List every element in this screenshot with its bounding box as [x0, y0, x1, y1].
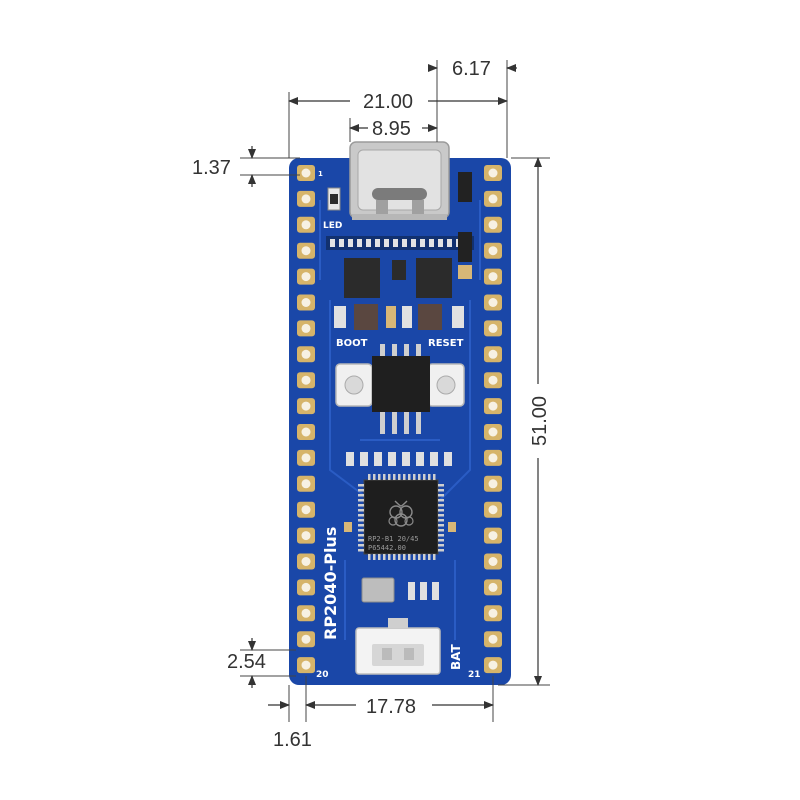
raspberry-logo-icon [388, 500, 414, 527]
boot-button[interactable] [335, 363, 373, 407]
pin-pad [484, 346, 502, 363]
right-pin-header [484, 165, 502, 674]
mid-smd-row [346, 452, 452, 466]
pin-1-label: 1 [318, 170, 323, 178]
usb-pad [447, 239, 452, 247]
pin-pad [484, 631, 502, 648]
dim-usb-width: 8.95 [372, 118, 411, 140]
pin-20-label: 20 [316, 670, 329, 680]
pin-pad [484, 320, 502, 337]
battery-connector [355, 618, 441, 675]
left-pin-header [297, 165, 315, 674]
pin-pad [297, 527, 315, 544]
mcu-passives [344, 522, 456, 532]
board-name-label: RP2040-Plus [321, 527, 340, 640]
led-label: LED [323, 221, 342, 231]
pin-pad [297, 242, 315, 259]
pin-pad [297, 657, 315, 674]
bat-label: BAT [449, 643, 463, 670]
pin-pad [484, 449, 502, 466]
dimension-lines [248, 64, 542, 709]
power-ics [344, 258, 452, 298]
crystal [361, 577, 395, 603]
pin-pad [484, 165, 502, 181]
pin-pad [484, 553, 502, 570]
pin-pad [484, 242, 502, 259]
status-led [327, 187, 341, 211]
usb-pad [402, 239, 407, 247]
pin-pad [297, 501, 315, 518]
usb-pad [366, 239, 371, 247]
chip-marking-1: RP2-B1 20/45 [368, 535, 419, 543]
reset-button[interactable] [427, 363, 465, 407]
pin-pad [484, 475, 502, 492]
pin-pad [297, 165, 315, 181]
boot-label: BOOT [336, 338, 368, 349]
pin-pad [297, 294, 315, 311]
usb-pad [375, 239, 380, 247]
usb-pad [411, 239, 416, 247]
dim-edge-offset: 1.61 [273, 729, 312, 751]
usb-pad [357, 239, 362, 247]
pin-pad [297, 268, 315, 285]
top-right-diodes [458, 172, 472, 279]
usb-pad [339, 239, 344, 247]
pin-pad [297, 190, 315, 207]
pin-pad [484, 372, 502, 389]
pin-pad [484, 190, 502, 207]
pin-pad [484, 294, 502, 311]
pin-pad [484, 268, 502, 285]
pin-pad [297, 216, 315, 233]
low-smd-row [408, 582, 439, 600]
pin-pad [484, 527, 502, 544]
flash-chip [372, 344, 430, 434]
usb-pad [393, 239, 398, 247]
pin-pad [297, 424, 315, 440]
pin-21-label: 21 [468, 670, 481, 680]
usb-pad-row [326, 236, 474, 250]
rp2040-chip: RP2-B1 20/45 P65442.00 [358, 474, 444, 560]
passive-components [334, 304, 464, 330]
dim-usb-offset: 6.17 [452, 58, 491, 80]
pin-pad [484, 605, 502, 622]
usb-pad [384, 239, 389, 247]
pin-pad [297, 346, 315, 363]
pin-pad [297, 320, 315, 337]
pin-pad [297, 605, 315, 622]
pin-pad [297, 449, 315, 466]
pin-pad [297, 579, 315, 596]
reset-label: RESET [428, 338, 464, 349]
usb-pad [438, 239, 443, 247]
pin-pad [297, 475, 315, 492]
pin-pad [484, 501, 502, 518]
usb-pad [429, 239, 434, 247]
pin-pad [297, 372, 315, 389]
pin-pad [484, 657, 502, 674]
pcb-traces [319, 200, 481, 640]
pin-pad [297, 631, 315, 648]
dim-usb-overhang: 1.37 [192, 157, 231, 179]
pin-pad [484, 398, 502, 415]
pin-pad [297, 398, 315, 415]
usb-pad [330, 239, 335, 247]
pin-pad [297, 553, 315, 570]
dimension-labels: 6.17 21.00 8.95 1.37 51.00 2.54 17.78 1.… [192, 58, 551, 751]
pin-pad [484, 216, 502, 233]
chip-marking-2: P65442.00 [368, 544, 406, 552]
pin-pad [484, 579, 502, 596]
dim-pin-pitch: 2.54 [227, 651, 266, 673]
dim-board-width: 21.00 [363, 91, 413, 113]
dim-row-spacing: 17.78 [366, 696, 416, 718]
pin-pad [484, 424, 502, 440]
usb-c-connector [349, 141, 450, 220]
usb-pad [420, 239, 425, 247]
dim-board-length: 51.00 [529, 396, 551, 446]
usb-pad [348, 239, 353, 247]
